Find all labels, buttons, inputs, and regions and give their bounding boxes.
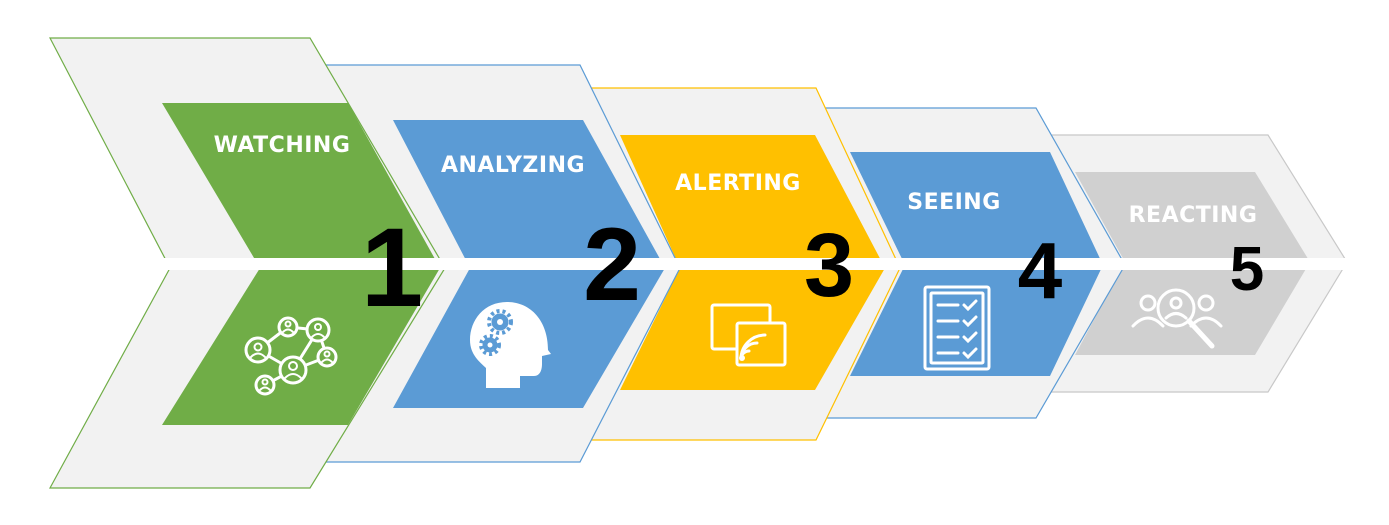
step-3-number: 3 — [804, 216, 854, 316]
step-5-title: REACTING — [1129, 203, 1258, 228]
step-1-number: 1 — [361, 205, 423, 330]
center-divider — [0, 258, 1389, 270]
checklist-icon — [923, 285, 991, 371]
head-gears-icon — [470, 302, 551, 388]
step-5-number: 5 — [1230, 235, 1264, 304]
step-3-title: ALERTING — [675, 171, 801, 196]
step-2-title: ANALYZING — [441, 153, 585, 178]
people-search-icon — [1131, 288, 1223, 349]
step-1-title: WATCHING — [214, 133, 351, 158]
step-2-number: 2 — [583, 207, 641, 323]
screen-signal-icon — [710, 303, 787, 367]
step-4-title: SEEING — [907, 190, 1001, 215]
people-network-icon — [244, 316, 338, 396]
step-4-number: 4 — [1018, 226, 1063, 315]
